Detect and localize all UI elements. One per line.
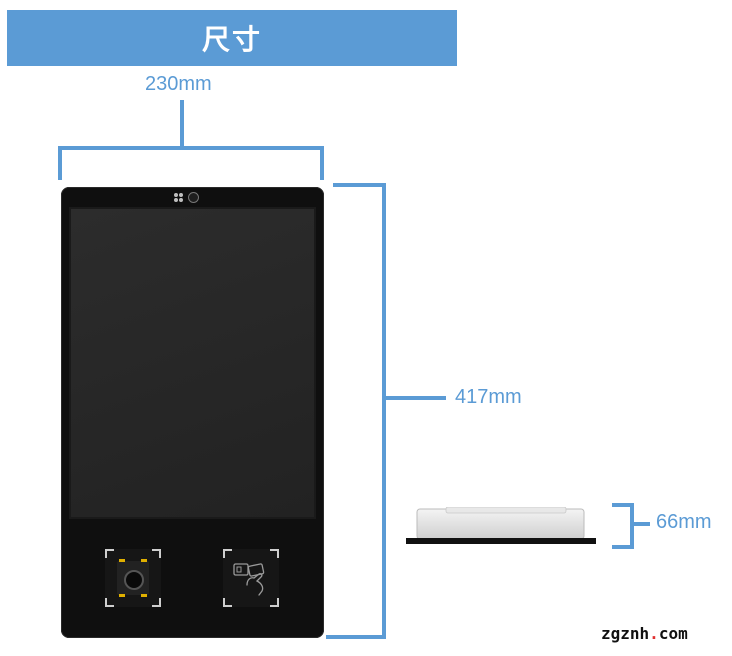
watermark-tld: com	[658, 624, 688, 643]
kiosk-screen	[69, 207, 316, 519]
depth-bracket-stem	[630, 522, 650, 526]
watermark-dot: .	[649, 624, 659, 643]
nfc-reader-module	[223, 549, 279, 607]
height-label: 417mm	[455, 386, 522, 408]
width-bracket-bar	[58, 146, 324, 150]
width-bracket-stem	[180, 100, 184, 148]
width-bracket-left	[58, 146, 62, 180]
card-tap-icon	[233, 563, 265, 596]
kiosk-front-view	[61, 187, 324, 638]
width-label: 230mm	[145, 73, 212, 95]
kiosk-side-view	[406, 507, 596, 544]
barcode-scanner-module	[105, 549, 161, 607]
section-title: 尺寸	[201, 23, 262, 56]
section-title-banner: 尺寸	[7, 10, 457, 66]
scanner-lens-icon	[124, 570, 144, 590]
height-bracket-bottom	[326, 635, 386, 639]
watermark-name: zgznh	[601, 624, 650, 643]
depth-label: 66mm	[656, 511, 712, 533]
depth-bracket-bar	[630, 503, 634, 549]
depth-bracket-top	[612, 503, 634, 507]
site-watermark: zgznh.com	[601, 624, 688, 643]
height-bracket-stem	[382, 396, 446, 400]
depth-bracket-bottom	[612, 545, 634, 549]
camera-icon	[188, 192, 199, 203]
width-bracket-right	[320, 146, 324, 180]
height-bracket-top	[333, 183, 386, 187]
sensor-dots-icon	[174, 193, 183, 202]
height-bracket-bar	[382, 183, 386, 639]
